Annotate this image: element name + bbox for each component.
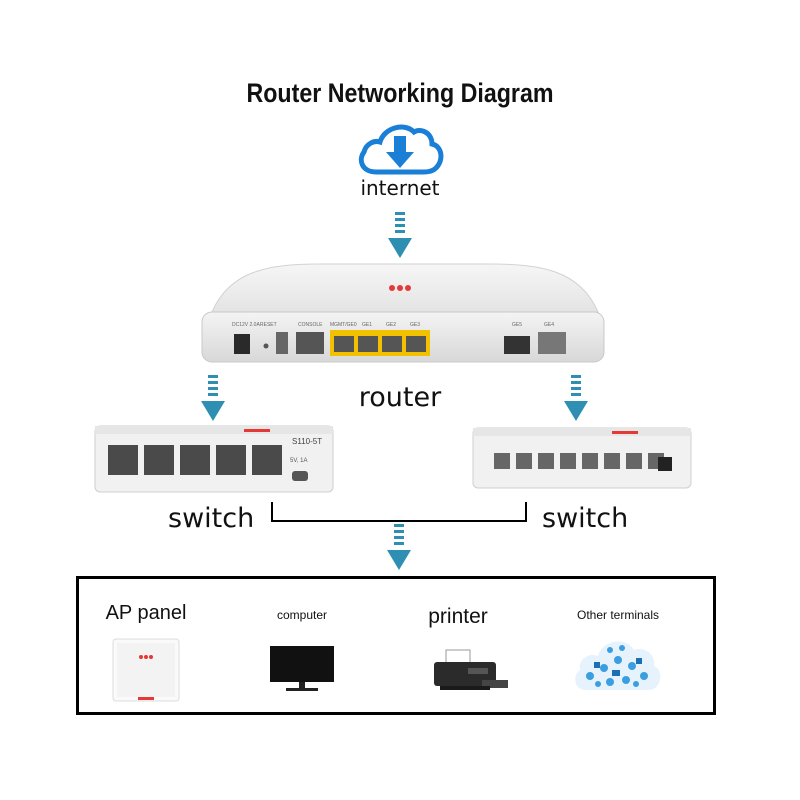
- monitor-icon: [270, 646, 334, 691]
- arrow-down-icon: [388, 212, 412, 258]
- printer-icon: [434, 649, 508, 690]
- router-port-label: DC12V 2.0A: [232, 322, 260, 328]
- switch-power-label: 5V, 1A: [290, 458, 308, 464]
- router-port-label: RESET: [260, 322, 277, 328]
- router-port-label: GE2: [386, 322, 396, 328]
- router-device: DC12V 2.0A RESET CONSOLE MGMT/GE0 GE1 GE…: [200, 260, 606, 370]
- router-label: router: [358, 382, 442, 413]
- router-port-label: GE3: [410, 322, 420, 328]
- arrow-down-icon: [387, 524, 411, 570]
- switch-model-label: S110-5T: [292, 437, 323, 446]
- router-port-label: GE1: [362, 322, 372, 328]
- connection-line: [271, 502, 527, 522]
- arrow-down-icon: [201, 375, 225, 421]
- ap-panel-icon: [112, 638, 180, 702]
- cloud-download-icon: [358, 124, 444, 175]
- terminal-label: printer: [428, 605, 488, 628]
- terminal-label: AP panel: [105, 602, 187, 624]
- terminal-label: computer: [276, 608, 328, 622]
- internet-label: internet: [360, 176, 440, 200]
- switch-left-label: switch: [168, 503, 255, 534]
- router-port-label: GE4: [544, 322, 554, 328]
- switch-right-device: [472, 427, 692, 489]
- terminals-panel: [76, 576, 716, 715]
- terminals-cloud-icon: [575, 641, 661, 690]
- diagram-title: Router Networking Diagram: [246, 78, 554, 108]
- terminal-label: Other terminals: [576, 608, 660, 622]
- arrow-down-icon: [564, 375, 588, 421]
- switch-right-label: switch: [542, 503, 629, 534]
- switch-left-device: S110-5T 5V, 1A: [94, 425, 334, 493]
- router-port-label: CONSOLE: [298, 322, 323, 328]
- router-port-label: GE5: [512, 322, 522, 328]
- router-port-label: MGMT/GE0: [330, 322, 357, 328]
